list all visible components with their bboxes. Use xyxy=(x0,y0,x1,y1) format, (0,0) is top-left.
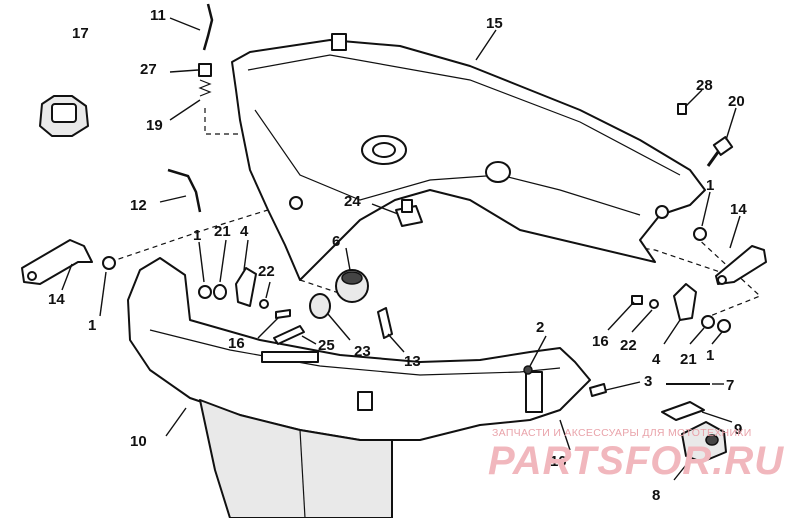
callout-21: 21 xyxy=(680,351,697,368)
callout-4: 4 xyxy=(652,351,661,368)
callout-1: 1 xyxy=(706,347,714,364)
callout-1: 1 xyxy=(88,317,96,334)
callout-16: 16 xyxy=(228,335,245,352)
callout-2: 2 xyxy=(536,319,544,336)
callout-14: 14 xyxy=(730,201,747,218)
callout-10: 10 xyxy=(550,453,567,470)
callout-15: 15 xyxy=(486,15,503,32)
callout-20: 20 xyxy=(728,93,745,110)
callout-19: 19 xyxy=(146,117,163,134)
leader-lines xyxy=(61,17,741,481)
callout-13: 13 xyxy=(404,353,421,370)
callout-22: 22 xyxy=(620,337,637,354)
lower-engine-cover xyxy=(127,257,591,518)
watermark-brand: PARTSFOR.RU xyxy=(488,439,784,483)
callout-17: 17 xyxy=(72,25,89,42)
callout-28: 28 xyxy=(696,77,713,94)
callout-16: 16 xyxy=(592,333,609,350)
callout-7: 7 xyxy=(726,377,734,394)
callout-27: 27 xyxy=(140,61,157,78)
callout-25: 25 xyxy=(318,337,335,354)
callout-6: 6 xyxy=(332,233,340,250)
callout-21: 21 xyxy=(214,223,231,240)
callout-24: 24 xyxy=(344,193,361,210)
callout-23: 23 xyxy=(354,343,371,360)
upper-engine-cover xyxy=(231,33,706,281)
callout-10: 10 xyxy=(130,433,147,450)
callout-14: 14 xyxy=(48,291,65,308)
callout-8: 8 xyxy=(652,487,660,504)
callout-1: 1 xyxy=(706,177,714,194)
callout-11: 11 xyxy=(150,7,166,24)
watermark: ЗАПЧАСТИ И АКСЕССУАРЫ ДЛЯ МОТОТЕХНИКИ PA… xyxy=(488,427,784,483)
small-parts xyxy=(21,3,767,463)
callout-9: 9 xyxy=(734,421,742,438)
callout-22: 22 xyxy=(258,263,275,280)
watermark-caption: ЗАПЧАСТИ И АКСЕССУАРЫ ДЛЯ МОТОТЕХНИКИ xyxy=(492,427,752,439)
callout-3: 3 xyxy=(644,373,652,390)
callout-1: 1 xyxy=(193,227,201,244)
callout-12: 12 xyxy=(130,197,147,214)
callout-4: 4 xyxy=(240,223,249,240)
